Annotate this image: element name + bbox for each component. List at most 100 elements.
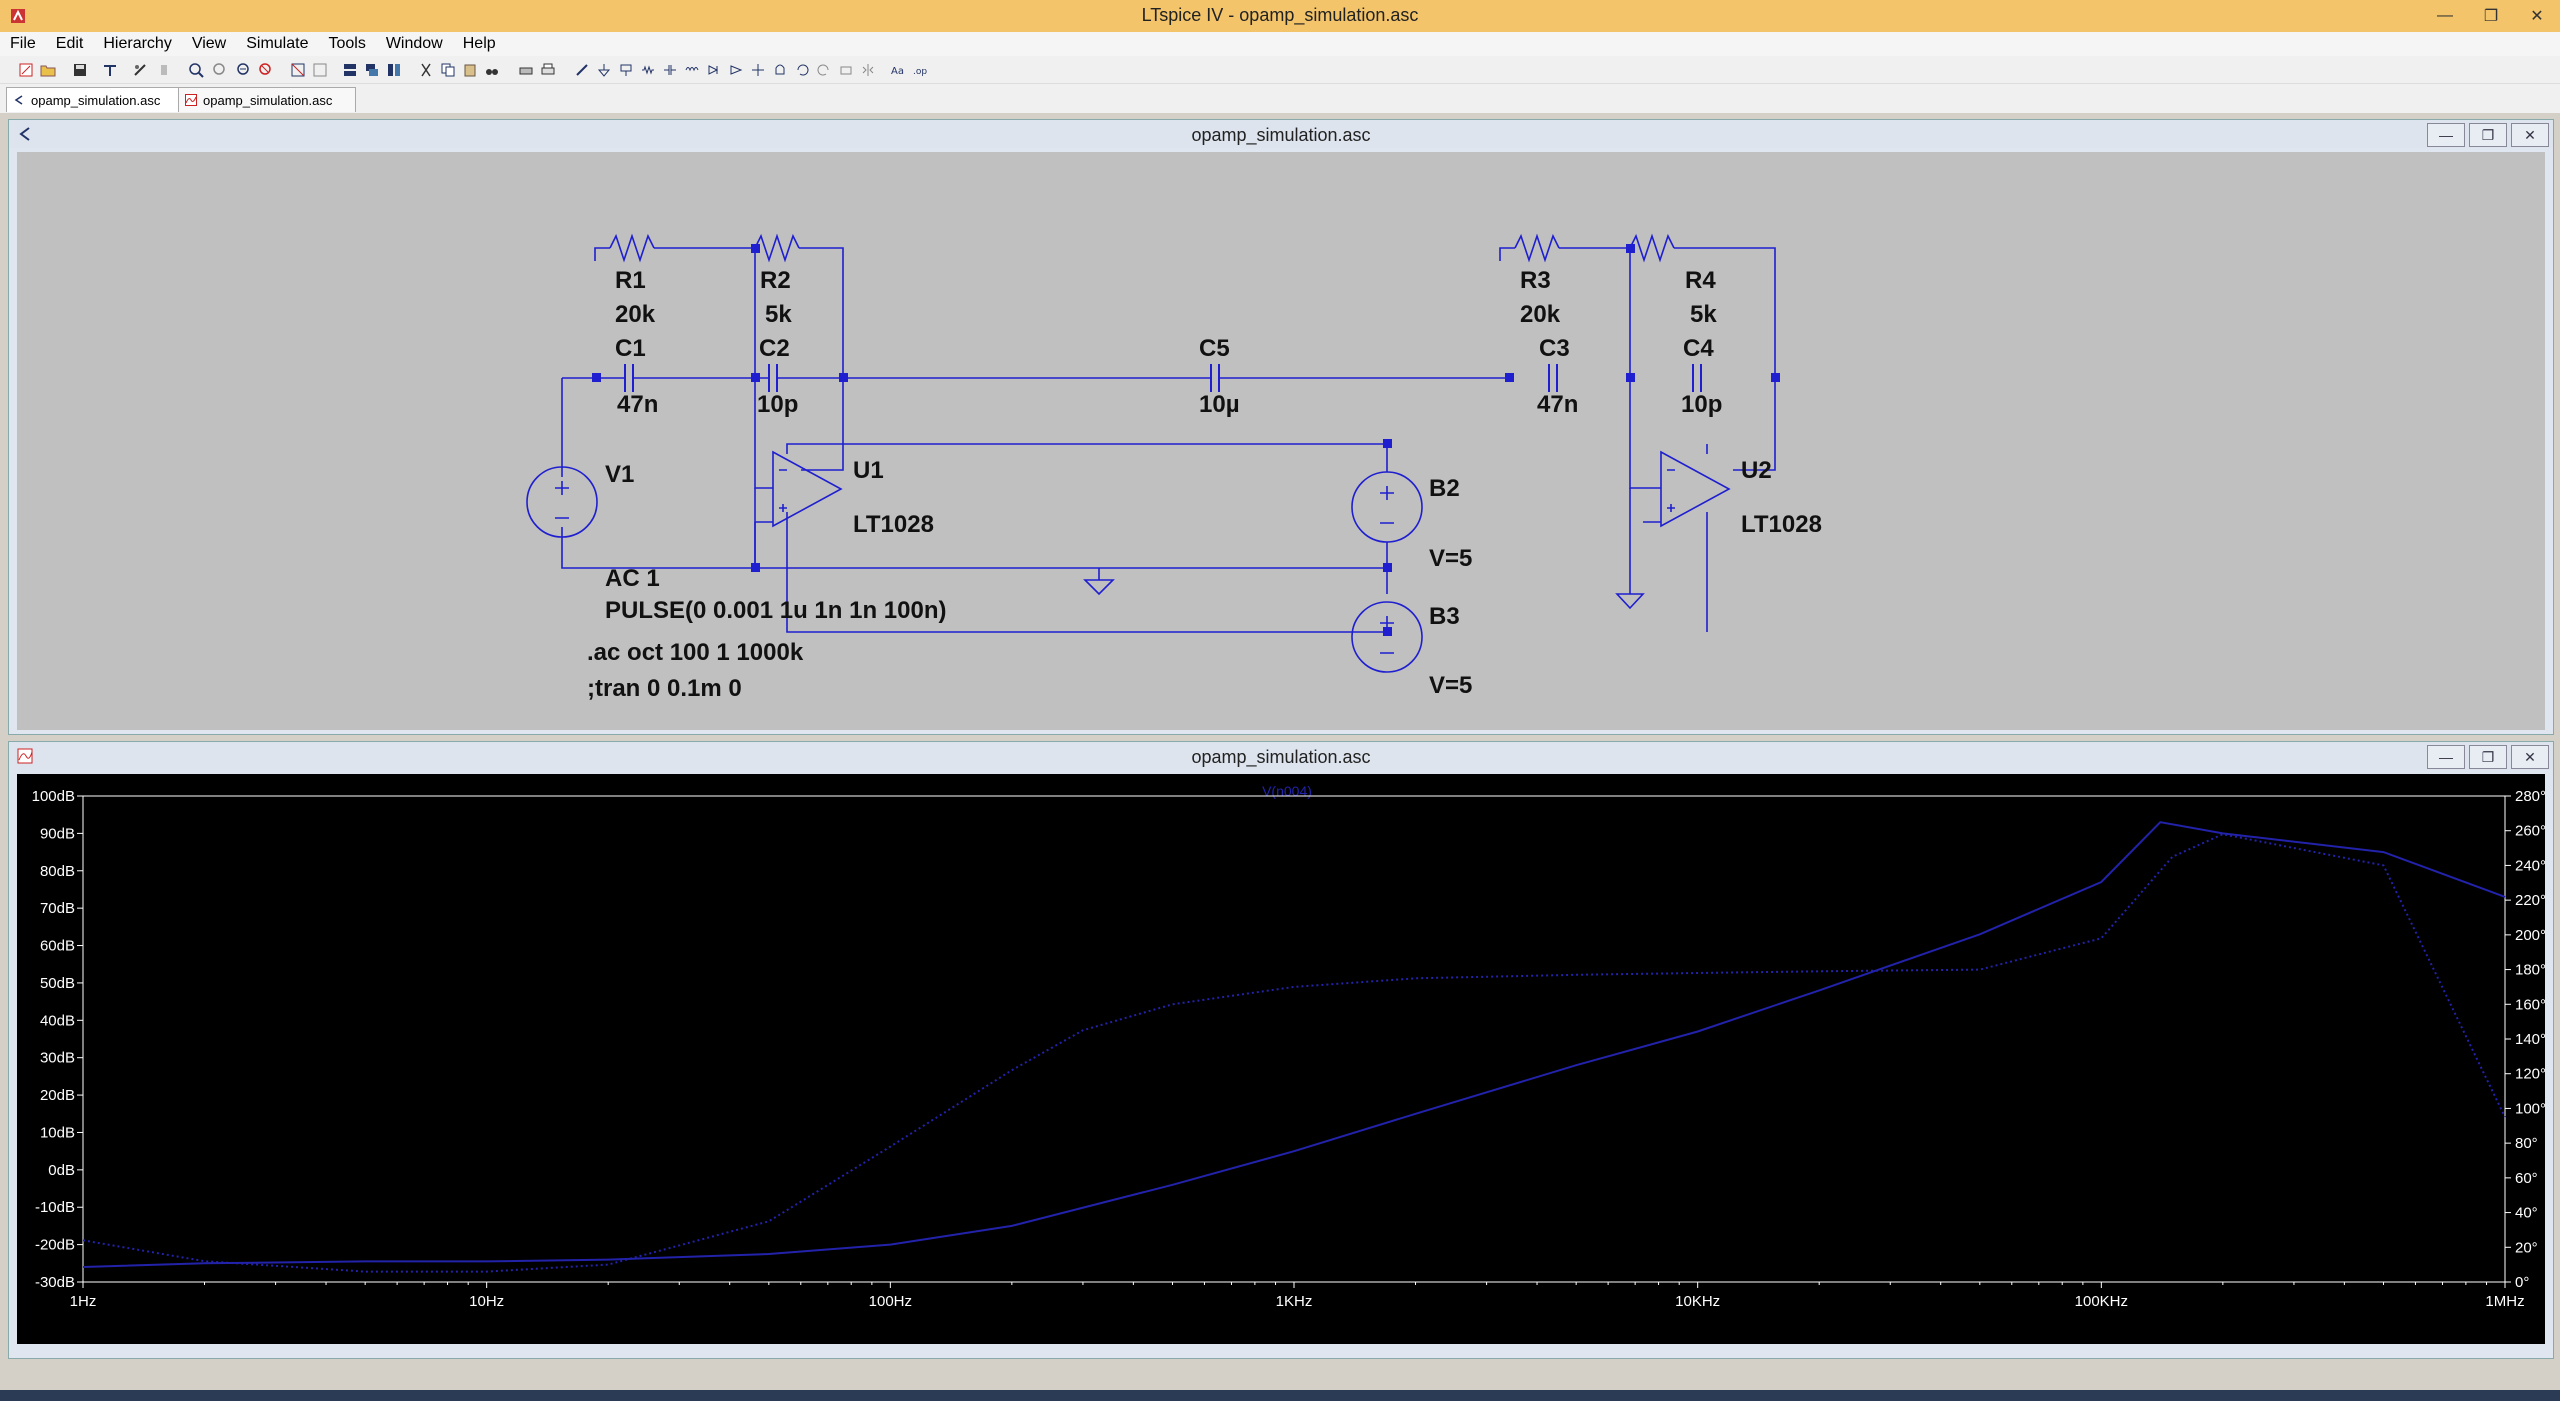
c2-name[interactable]: C2 [759, 335, 790, 362]
menu-tools[interactable]: Tools [328, 35, 366, 52]
run-icon[interactable] [132, 62, 148, 78]
save-icon[interactable] [72, 62, 88, 78]
control-panel-icon[interactable] [102, 62, 118, 78]
new-schematic-icon[interactable] [18, 62, 34, 78]
y-tick-label: -10dB [35, 1199, 75, 1216]
schematic-minimize-button[interactable]: — [2427, 123, 2465, 147]
b2-name[interactable]: B2 [1429, 475, 1460, 502]
inductor-icon[interactable] [684, 62, 700, 78]
magnitude-trace[interactable] [82, 821, 2506, 1268]
minimize-button[interactable]: — [2437, 7, 2453, 24]
schematic-maximize-button[interactable]: ❐ [2469, 123, 2507, 147]
c3-value[interactable]: 47n [1537, 391, 1578, 418]
u2-name[interactable]: U2 [1741, 457, 1772, 484]
restore-button[interactable]: ❐ [2483, 8, 2499, 25]
draw-wire-icon[interactable] [574, 62, 590, 78]
autoroute-icon[interactable] [290, 62, 306, 78]
halt-icon[interactable] [156, 62, 172, 78]
open-icon[interactable] [40, 62, 56, 78]
cut-icon[interactable] [418, 62, 434, 78]
bode-plot[interactable]: V(n004) 100dB90dB80dB70dB60dB50dB40dB30d… [17, 774, 2545, 1344]
u1-name[interactable]: U1 [853, 457, 884, 484]
plot-maximize-button[interactable]: ❐ [2469, 745, 2507, 769]
print-icon[interactable] [540, 62, 556, 78]
resistor-icon[interactable] [640, 62, 656, 78]
copy-icon[interactable] [440, 62, 456, 78]
zoom-out-icon[interactable] [236, 62, 252, 78]
y2-tick-label: 60° [2515, 1170, 2538, 1187]
menu-hierarchy[interactable]: Hierarchy [103, 35, 172, 52]
diode-icon[interactable] [706, 62, 722, 78]
c3-name[interactable]: C3 [1539, 335, 1570, 362]
r4-name[interactable]: R4 [1685, 267, 1716, 294]
plot-minimize-button[interactable]: — [2427, 745, 2465, 769]
print-setup-icon[interactable] [518, 62, 534, 78]
menu-simulate[interactable]: Simulate [246, 35, 309, 52]
window-title: LTspice IV - opamp_simulation.asc [1141, 5, 1419, 25]
spice-directive-icon[interactable]: .op [912, 62, 928, 78]
schematic-close-button[interactable]: ✕ [2511, 123, 2549, 147]
redo-icon[interactable] [816, 62, 832, 78]
menu-window[interactable]: Window [385, 35, 443, 52]
undo-icon[interactable] [794, 62, 810, 78]
u1-value[interactable]: LT1028 [853, 511, 934, 538]
b3-value[interactable]: V=5 [1429, 672, 1472, 699]
y2-tick-label: 200° [2515, 927, 2545, 944]
zoom-fit-icon[interactable] [258, 62, 274, 78]
trace-label[interactable]: V(n004) [1262, 783, 1312, 799]
c1-name[interactable]: C1 [615, 335, 646, 362]
directive-tran[interactable]: ;tran 0 0.1m 0 [587, 675, 742, 702]
pan-icon[interactable] [212, 62, 228, 78]
r1-name[interactable]: R1 [615, 267, 646, 294]
grid-icon[interactable] [312, 62, 328, 78]
c4-name[interactable]: C4 [1683, 335, 1714, 362]
x-tick-label: 100Hz [869, 1293, 912, 1310]
tab-waveform[interactable]: opamp_simulation.asc [178, 87, 356, 112]
v1-value2[interactable]: PULSE(0 0.001 1u 1n 1n 100n) [605, 597, 946, 624]
paste-icon[interactable] [462, 62, 478, 78]
plot-close-button[interactable]: ✕ [2511, 745, 2549, 769]
c1-value[interactable]: 47n [617, 391, 658, 418]
tile-vertical-icon[interactable] [386, 62, 402, 78]
drag-icon[interactable] [772, 62, 788, 78]
close-button[interactable]: ✕ [2530, 8, 2544, 25]
find-icon[interactable] [484, 62, 500, 78]
v1-value[interactable]: AC 1 [605, 565, 660, 592]
capacitor-icon[interactable] [662, 62, 678, 78]
mirror-icon[interactable] [860, 62, 876, 78]
directive-ac[interactable]: .ac oct 100 1 1000k [587, 639, 804, 666]
schematic-canvas[interactable]: R1 20k R2 5k R3 20k R4 5k C1 47n C2 10p … [17, 152, 2545, 730]
r3-value[interactable]: 20k [1520, 301, 1561, 328]
c2-value[interactable]: 10p [757, 391, 798, 418]
menu-view[interactable]: View [191, 35, 227, 52]
text-icon[interactable]: Aa [890, 62, 906, 78]
r1-value[interactable]: 20k [615, 301, 656, 328]
r4-value[interactable]: 5k [1690, 301, 1717, 328]
ground-icon[interactable] [596, 62, 612, 78]
menu-file[interactable]: File [10, 35, 36, 52]
menu-help[interactable]: Help [462, 35, 496, 52]
rotate-icon[interactable] [838, 62, 854, 78]
phase-trace[interactable] [82, 833, 2506, 1273]
r3-name[interactable]: R3 [1520, 267, 1551, 294]
c4-value[interactable]: 10p [1681, 391, 1722, 418]
tile-horizontal-icon[interactable] [342, 62, 358, 78]
wires [561, 233, 1776, 633]
component-icon[interactable] [728, 62, 744, 78]
tab-schematic[interactable]: opamp_simulation.asc [6, 87, 182, 112]
c5-value[interactable]: 10µ [1199, 391, 1240, 418]
menu-edit[interactable]: Edit [55, 35, 84, 52]
zoom-in-icon[interactable] [188, 62, 204, 78]
v1-name[interactable]: V1 [605, 461, 634, 488]
r2-name[interactable]: R2 [760, 267, 791, 294]
label-net-icon[interactable] [618, 62, 634, 78]
y-tick-label: -30dB [35, 1274, 75, 1291]
c5-name[interactable]: C5 [1199, 335, 1230, 362]
u2-value[interactable]: LT1028 [1741, 511, 1822, 538]
move-icon[interactable] [750, 62, 766, 78]
cascade-icon[interactable] [364, 62, 380, 78]
b2-value[interactable]: V=5 [1429, 545, 1472, 572]
r2-value[interactable]: 5k [765, 301, 792, 328]
b3-name[interactable]: B3 [1429, 603, 1460, 630]
